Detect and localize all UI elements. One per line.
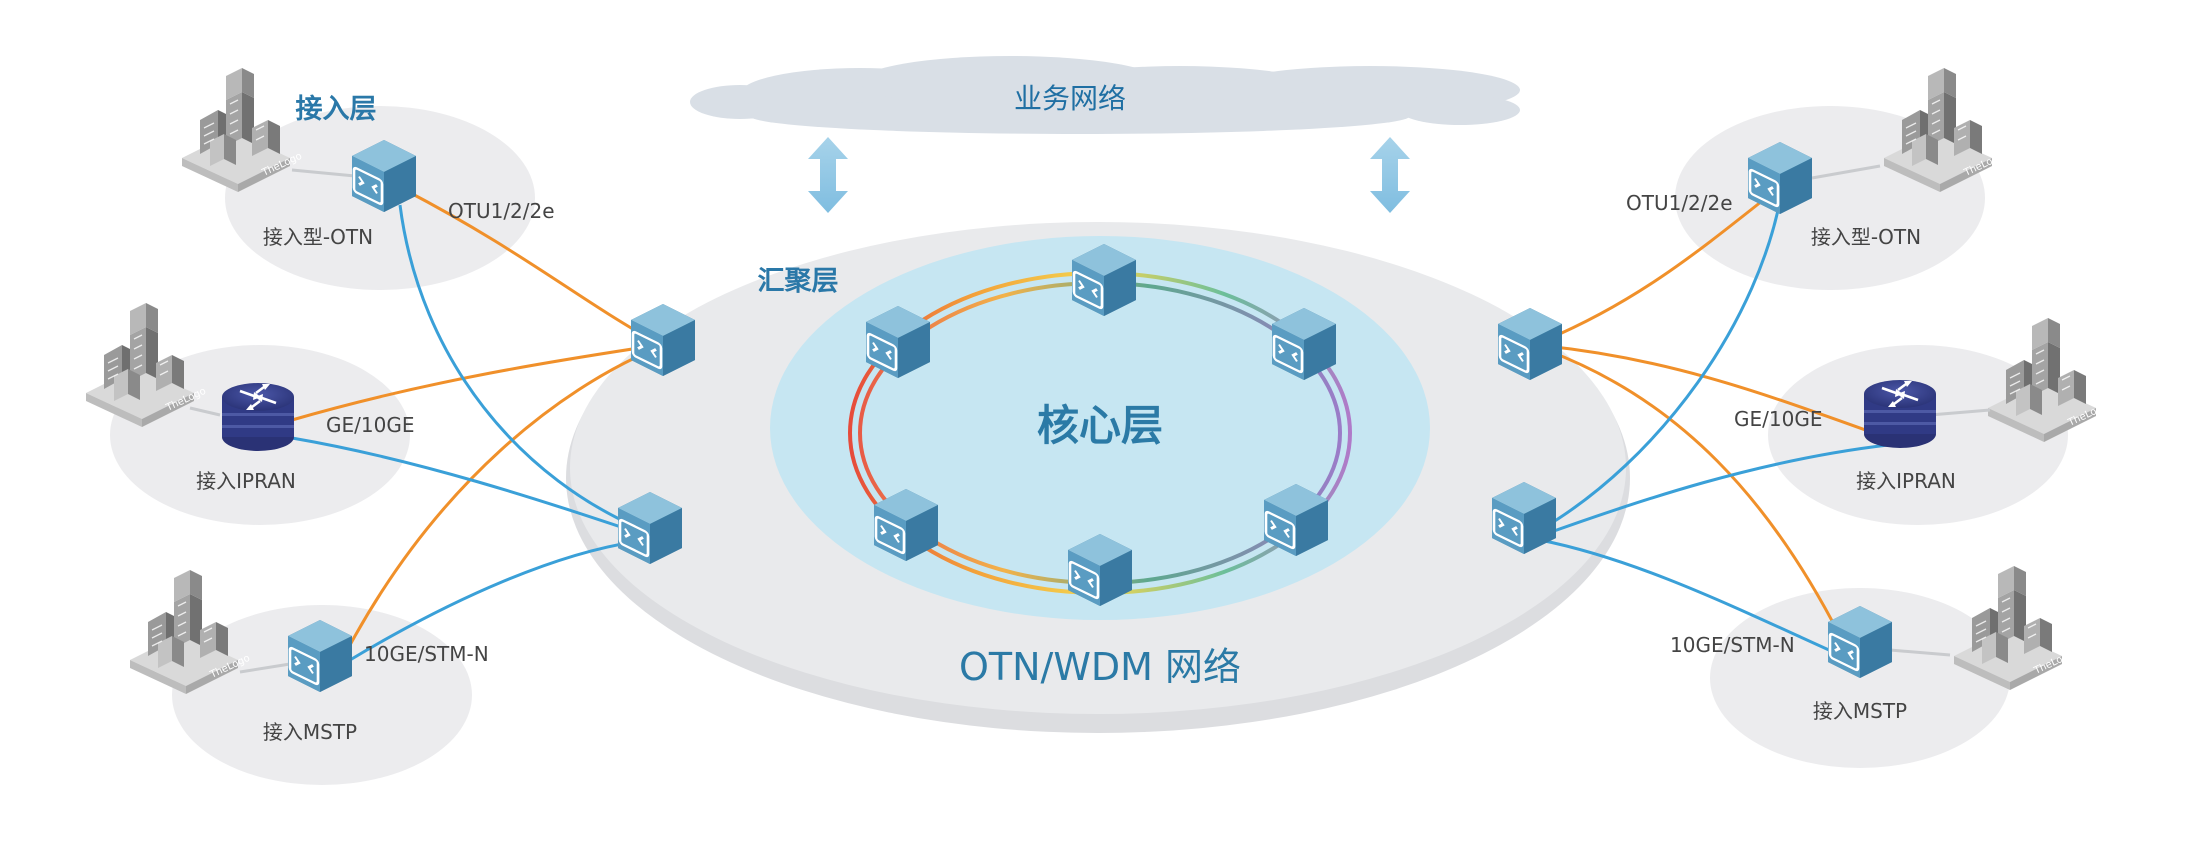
left-otn-label: 接入型-OTN — [263, 225, 373, 249]
aggregation-core-links — [680, 342, 1512, 535]
right-mstp-label: 接入MSTP — [1813, 699, 1907, 723]
right-otn-link-label: OTU1/2/2e — [1626, 191, 1733, 215]
cloud-label: 业务网络 — [1014, 82, 1126, 115]
right-otn-label: 接入型-OTN — [1811, 225, 1921, 249]
access-links-blue — [291, 189, 1889, 662]
left-access-mstp-node — [129, 569, 354, 695]
building-icon — [1883, 67, 2007, 193]
left-otn-link-label: OTU1/2/2e — [448, 199, 555, 223]
building-icon — [1987, 317, 2111, 443]
left-access-ipran-node — [85, 302, 296, 453]
right-ipran-link-label: GE/10GE — [1734, 407, 1822, 431]
right-ipran-label: 接入IPRAN — [1856, 469, 1956, 493]
right-access-ipran-node — [1862, 317, 2111, 450]
cloud-icon — [690, 56, 1520, 134]
right-access-mstp-node — [1826, 565, 2077, 691]
left-ipran-link-label: GE/10GE — [326, 413, 414, 437]
aggregation-layer-label: 汇聚层 — [758, 266, 839, 297]
left-mstp-label: 接入MSTP — [263, 720, 357, 744]
arrow-updown-icon — [808, 137, 848, 213]
access-links-orange — [291, 188, 1889, 646]
left-ipran-label: 接入IPRAN — [196, 469, 296, 493]
network-title: OTN/WDM 网络 — [959, 645, 1241, 689]
access-layer-label: 接入层 — [296, 94, 377, 125]
router-icon — [220, 381, 296, 453]
right-mstp-link-label: 10GE/STM-N — [1670, 633, 1795, 657]
left-access-otn-node — [181, 67, 418, 214]
right-access-otn-node — [1746, 67, 2007, 216]
building-icon — [1953, 565, 2077, 691]
left-mstp-link-label: 10GE/STM-N — [364, 642, 489, 666]
router-icon — [1862, 378, 1938, 450]
core-layer-label: 核心层 — [1037, 401, 1163, 450]
arrow-updown-icon — [1370, 137, 1410, 213]
